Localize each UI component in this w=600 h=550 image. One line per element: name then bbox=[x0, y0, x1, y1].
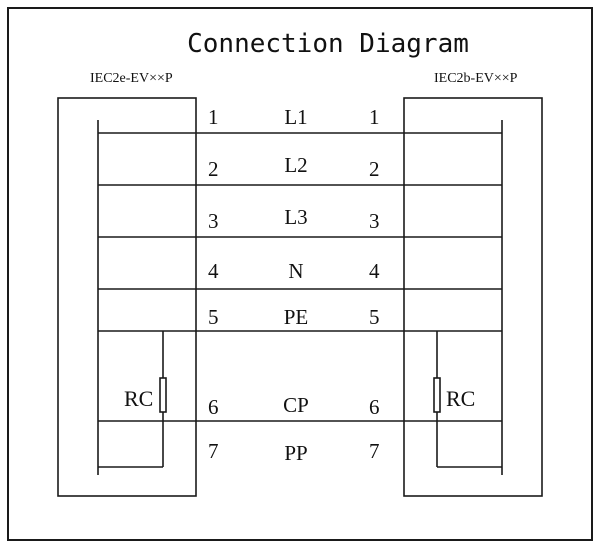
right-pin-number: 7 bbox=[369, 439, 380, 463]
diagram-border bbox=[7, 7, 593, 541]
right-resistor-label: RC bbox=[446, 386, 475, 411]
right-pin-number: 1 bbox=[369, 105, 380, 129]
right-pin-number: 3 bbox=[369, 209, 380, 233]
left-pin-number: 4 bbox=[208, 259, 219, 283]
right-connector-box bbox=[403, 97, 543, 497]
left-pin-number: 2 bbox=[208, 157, 219, 181]
right-pin-number: 5 bbox=[369, 305, 380, 329]
signal-label: PP bbox=[284, 441, 307, 465]
signal-label: L3 bbox=[284, 205, 307, 229]
right-resistor bbox=[433, 377, 441, 413]
left-connector-box bbox=[57, 97, 197, 497]
left-pin-number: 3 bbox=[208, 209, 219, 233]
signal-label: PE bbox=[284, 305, 309, 329]
right-pin-number: 2 bbox=[369, 157, 380, 181]
left-resistor-label: RC bbox=[124, 386, 153, 411]
left-pin-number: 1 bbox=[208, 105, 219, 129]
left-pin-number: 5 bbox=[208, 305, 219, 329]
right-pin-number: 4 bbox=[369, 259, 380, 283]
left-connector-name: IEC2e-EV××P bbox=[90, 71, 173, 86]
left-pin-number: 7 bbox=[208, 439, 219, 463]
right-connector-name: IEC2b-EV××P bbox=[434, 71, 518, 86]
signal-label: L2 bbox=[284, 153, 307, 177]
signal-label: N bbox=[288, 259, 303, 283]
left-resistor bbox=[159, 377, 167, 413]
signal-label: L1 bbox=[284, 105, 307, 129]
right-pin-number: 6 bbox=[369, 395, 380, 419]
diagram-title: Connection Diagram bbox=[187, 29, 469, 59]
left-pin-number: 6 bbox=[208, 395, 219, 419]
signal-label: CP bbox=[283, 393, 309, 417]
